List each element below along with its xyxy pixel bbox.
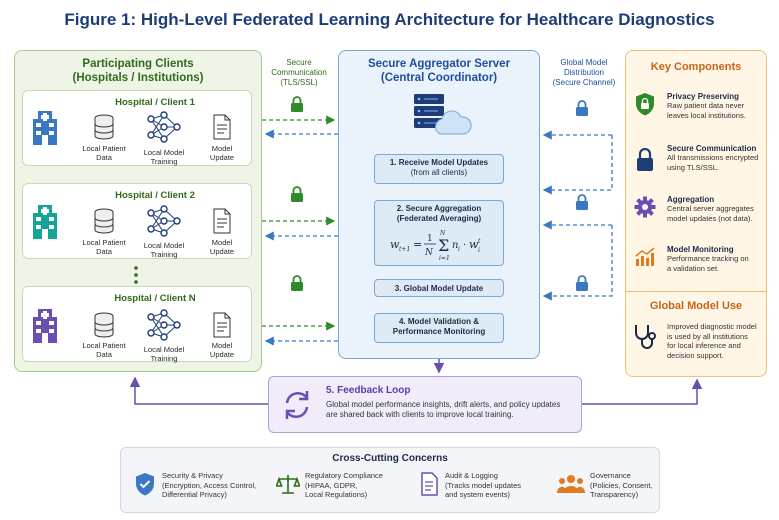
document-icon [213, 312, 231, 338]
feedback-loop-text-2: are shared back with clients to improve … [326, 410, 514, 419]
svg-text:·: · [463, 240, 466, 251]
svg-text:w: w [390, 238, 400, 251]
figure-title: Figure 1: High-Level Federated Learning … [64, 10, 715, 29]
shield-check-icon [136, 473, 154, 496]
clients-heading-line2: (Hospitals / Institutions) [72, 72, 204, 84]
lock-icon [291, 96, 303, 112]
hospital-icon [33, 309, 57, 343]
step-validation-monitoring: 4. Model Validation &Performance Monitor… [374, 313, 504, 343]
client-title: Hospital / Client 2 [115, 190, 195, 201]
log-document-icon [421, 472, 438, 496]
svg-text:i: i [458, 246, 460, 253]
lock-icon [576, 100, 588, 116]
cc-governance: Governance(Policies, Consent,Transparenc… [590, 471, 653, 499]
component-secure-communication: Secure Communication All transmissions e… [667, 144, 759, 172]
section-divider [626, 291, 766, 292]
fedavg-formula: w t+1 = 1 N N Σ i=1 n i · w t i [390, 230, 481, 262]
component-privacy: Privacy Preserving Raw patient data neve… [667, 92, 746, 120]
global-model-use-desc: Improved diagnostic model is used by all… [667, 322, 757, 360]
stethoscope-icon [635, 325, 656, 349]
neural-network-icon [147, 205, 181, 237]
feedback-loop-title: 5. Feedback Loop [326, 385, 411, 396]
refresh-cycle-icon [285, 391, 309, 419]
client-title: Hospital / Client N [114, 293, 196, 304]
neural-network-icon [147, 111, 181, 143]
feedback-loop-text-1: Global model performance insights, drift… [326, 400, 561, 409]
feedback-loop-box [268, 376, 582, 433]
component-aggregation: Aggregation Central server aggregates mo… [667, 195, 754, 223]
svg-text:w: w [469, 238, 479, 251]
client-to-server-arrows [262, 115, 336, 331]
shield-lock-icon [636, 93, 654, 116]
database-icon [94, 312, 114, 338]
lock-icon [637, 148, 653, 171]
svg-text:Σ: Σ [438, 236, 449, 255]
neural-network-icon [147, 309, 181, 341]
component-monitoring: Model Monitoring Performance tracking on… [667, 245, 749, 273]
svg-text:n: n [452, 240, 458, 251]
clients-heading-line1: Participating Clients [82, 58, 194, 70]
people-group-icon [557, 475, 585, 493]
database-icon [94, 114, 114, 140]
cc-security-privacy: Security & Privacy(Encryption, Access Co… [162, 471, 257, 499]
svg-text:t+1: t+1 [399, 246, 410, 253]
gear-icon [634, 196, 656, 218]
svg-text:=: = [413, 238, 422, 251]
client-title: Hospital / Client 1 [115, 97, 195, 108]
clients-panel-heading: Participating Clients (Hospitals / Insti… [14, 57, 262, 85]
svg-text:t: t [478, 238, 481, 245]
hospital-icon [33, 205, 57, 239]
global-model-use-heading: Global Model Use [649, 300, 743, 312]
hospital-icon [33, 111, 57, 145]
trend-chart-icon [635, 247, 655, 266]
database-icon [94, 208, 114, 234]
key-components-heading: Key Components [650, 61, 742, 73]
svg-text:N: N [439, 230, 446, 237]
aggregator-heading-line1: Secure Aggregator Server [367, 58, 511, 70]
lock-icon [576, 275, 588, 291]
aggregator-heading: Secure Aggregator Server (Central Coordi… [338, 57, 540, 85]
feedback-loop-arrows [129, 359, 703, 405]
svg-text:i=1: i=1 [439, 255, 450, 262]
lock-icon [291, 186, 303, 202]
document-icon [213, 208, 231, 234]
aggregator-heading-line2: (Central Coordinator) [380, 72, 498, 84]
svg-text:1: 1 [427, 234, 433, 244]
distribution-loop-arrows [542, 130, 613, 301]
document-icon [213, 114, 231, 140]
lock-icon [291, 275, 303, 291]
more-clients-ellipsis-icon [134, 266, 138, 284]
step-global-model-update: 3. Global Model Update [374, 279, 504, 297]
server-to-client-arrows [264, 129, 338, 346]
svg-text:i: i [478, 247, 480, 254]
cross-cutting-title: Cross-Cutting Concerns [332, 453, 448, 464]
feedback-loop-content: 5. Feedback Loop Global model performanc… [326, 385, 578, 420]
lock-icon [576, 194, 588, 210]
svg-text:N: N [424, 248, 434, 258]
cc-regulatory-compliance: Regulatory Compliance(HIPAA, GDPR,Local … [305, 471, 383, 499]
step-secure-aggregation: 2. Secure Aggregation(Federated Averagin… [374, 200, 504, 266]
scales-icon [276, 475, 300, 494]
step-receive-updates: 1. Receive Model Updates(from all client… [374, 154, 504, 184]
server-cloud-icon [414, 94, 472, 135]
